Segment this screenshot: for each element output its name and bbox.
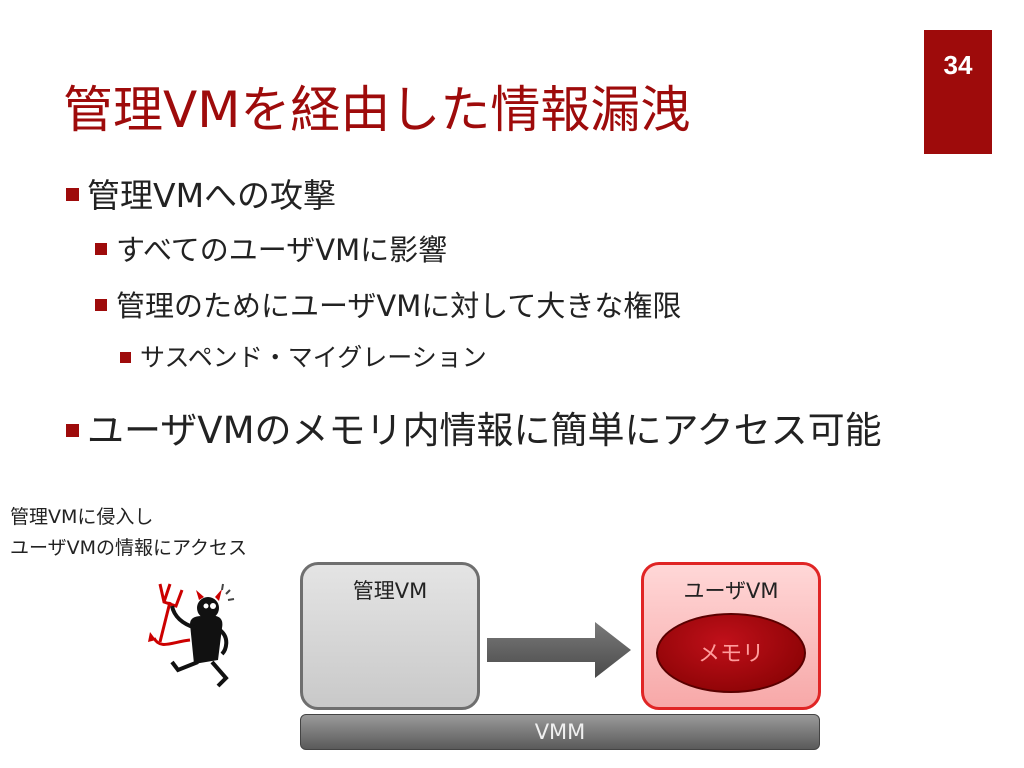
user-vm-label: ユーザVM [683, 579, 779, 603]
bullet-level3: サスペンド・マイグレーション [120, 340, 487, 376]
memory-label: メモリ [697, 642, 764, 667]
caption-line: ユーザVMの情報にアクセス [10, 537, 248, 559]
page-number: 34 [943, 50, 973, 80]
bullet-level1: 管理VMへの攻撃 [66, 174, 337, 218]
bullet-square-icon [95, 299, 107, 311]
bullet-text: すべてのユーザVMに影響 [116, 233, 448, 267]
user-vm-box: ユーザVM メモリ [641, 562, 821, 710]
devil-icon [148, 583, 235, 688]
bullet-text: 管理のためにユーザVMに対して大きな権限 [116, 289, 682, 323]
memory-ellipse: メモリ [656, 613, 806, 693]
bullet-square-icon [95, 243, 107, 255]
vmm-bar: VMM [300, 714, 820, 750]
bullet-level2: 管理のためにユーザVMに対して大きな権限 [95, 286, 682, 326]
vmm-label: VMM [534, 720, 586, 744]
bullet-level1: ユーザVMのメモリ内情報に簡単にアクセス可能 [66, 406, 882, 456]
bullet-text: 管理VMへの攻撃 [87, 176, 337, 215]
diagram-caption: 管理VMに侵入し ユーザVMの情報にアクセス [10, 502, 247, 564]
arrow-right-icon [487, 622, 631, 678]
bullet-text: ユーザVMのメモリ内情報に簡単にアクセス可能 [87, 409, 882, 452]
bullet-square-icon [120, 352, 131, 363]
bullet-text: サスペンド・マイグレーション [140, 343, 487, 372]
page-number-badge: 34 [924, 30, 992, 154]
caption-line: 管理VMに侵入し [10, 506, 154, 528]
bullet-square-icon [66, 188, 79, 201]
slide-title: 管理VMを経由した情報漏洩 [63, 81, 691, 139]
management-vm-box: 管理VM [300, 562, 480, 710]
bullet-level2: すべてのユーザVMに影響 [95, 230, 448, 270]
management-vm-label: 管理VM [352, 579, 428, 603]
bullet-square-icon [66, 424, 79, 437]
